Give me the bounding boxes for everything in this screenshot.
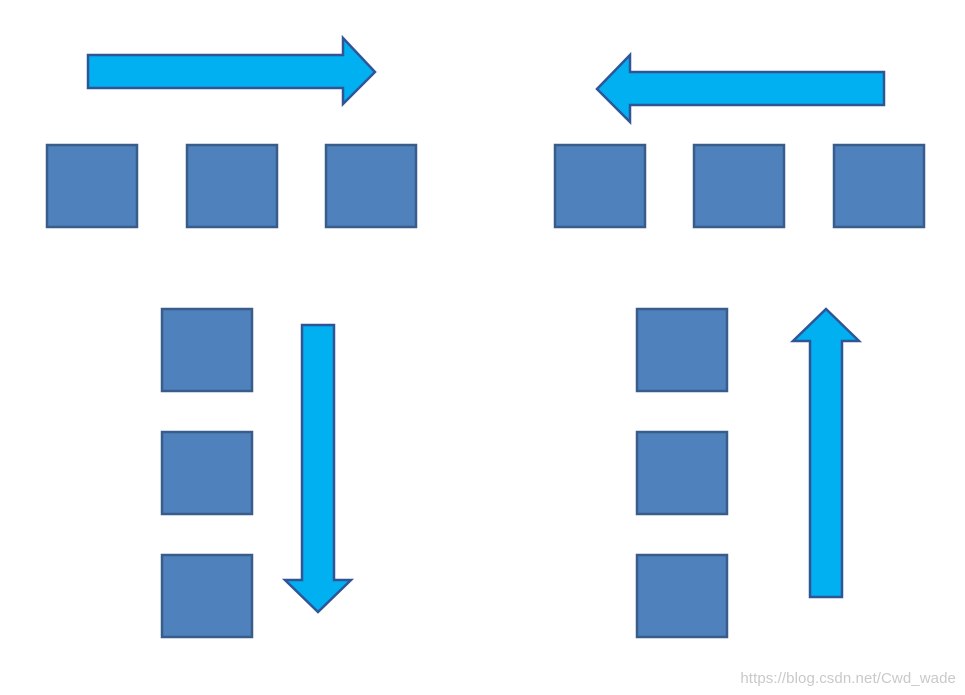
arrow-down-icon <box>281 323 355 614</box>
box-top-left-1 <box>45 143 139 229</box>
box-top-left-2 <box>185 143 279 229</box>
box-bottom-left-3 <box>160 553 254 639</box>
arrow-up-icon <box>789 307 863 599</box>
box-bottom-right-1 <box>635 307 729 393</box>
box-top-right-1 <box>553 143 647 229</box>
box-top-right-2 <box>692 143 786 229</box>
box-bottom-left-2 <box>160 430 254 516</box>
box-bottom-right-3 <box>635 553 729 639</box>
panel-top-left <box>45 34 418 229</box>
panel-top-right <box>553 51 926 229</box>
arrow-left-icon <box>595 51 886 126</box>
arrow-right-icon <box>86 34 377 108</box>
watermark-text: https://blog.csdn.net/Cwd_wade <box>740 670 956 687</box>
box-bottom-left-1 <box>160 307 254 393</box>
panel-bottom-left <box>160 307 355 639</box>
box-top-left-3 <box>324 143 418 229</box>
panel-bottom-right <box>635 307 863 639</box>
box-top-right-3 <box>832 143 926 229</box>
box-bottom-right-2 <box>635 430 729 516</box>
